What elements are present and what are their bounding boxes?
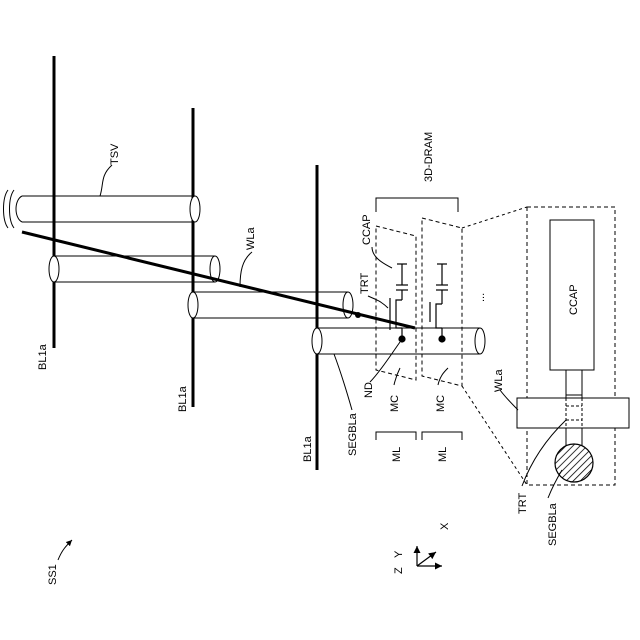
label-trt: TRT	[359, 273, 371, 294]
label-bit-line-2: BL1a	[177, 385, 189, 412]
label-segbla: SEGBLa	[347, 412, 359, 456]
label-axis-z: Z	[393, 567, 405, 574]
leader-zoom-segbla	[548, 470, 562, 498]
label-axis-y: Y	[393, 550, 405, 558]
label-ml-2: ML	[437, 447, 449, 462]
label-zoom-trt: TRT	[517, 493, 529, 514]
label-mc-2: MC	[435, 395, 447, 412]
label-ml-1: ML	[391, 447, 403, 462]
memory-cell-1-circuit	[390, 264, 408, 342]
label-zoom-word-line: WLa	[493, 369, 505, 393]
label-mc-1: MC	[389, 395, 401, 412]
tsv-cylinder	[4, 190, 201, 228]
label-tsv: TSV	[109, 143, 121, 165]
label-ccap: CCAP	[361, 214, 373, 245]
ml-bracket-2	[422, 432, 462, 440]
label-nd: ND	[363, 382, 375, 398]
leader-3d-dram	[376, 198, 458, 212]
word-line-node	[355, 312, 361, 318]
leader-ccap	[372, 247, 392, 268]
label-bit-line-3: BL1a	[302, 435, 314, 462]
leader-segbla	[334, 354, 352, 410]
label-axis-x: X	[439, 522, 451, 530]
leader-mc-2	[438, 368, 448, 385]
label-ss1: SS1	[47, 564, 59, 585]
memory-cell-2-circuit	[430, 264, 448, 342]
leader-nd	[370, 342, 400, 382]
label-zoom-ccap: CCAP	[568, 284, 580, 315]
label-3d-dram: 3D-DRAM	[423, 132, 435, 182]
label-ellipsis: ...	[475, 293, 487, 302]
segment-cylinder-2	[188, 292, 353, 318]
zoom-word-line-rect	[517, 398, 629, 428]
zoom-projection-top	[462, 207, 527, 228]
label-zoom-segbla: SEGBLa	[547, 502, 559, 546]
leader-trt	[368, 296, 388, 308]
label-word-line: WLa	[245, 227, 257, 251]
ml-bracket-1	[376, 432, 416, 440]
leader-mc-1	[394, 368, 400, 385]
label-bit-line-1: BL1a	[37, 343, 49, 370]
leader-wla	[240, 252, 252, 287]
leader-ss1	[58, 540, 72, 560]
leader-tsv	[100, 165, 112, 196]
leader-zoom-wla	[500, 390, 518, 410]
segment-cylinder-3	[312, 328, 485, 354]
axis-indicator	[417, 546, 442, 566]
zoom-segbl-circle	[555, 444, 593, 482]
